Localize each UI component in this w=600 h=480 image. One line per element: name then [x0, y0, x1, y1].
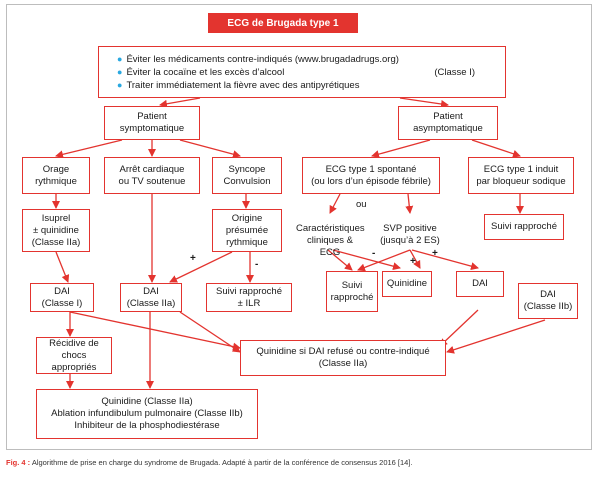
node-patient-asymptomatique: Patient asymptomatique	[398, 106, 498, 140]
sign-plus-svp: +	[410, 256, 416, 267]
caption-text: Algorithme de prise en charge du syndrom…	[30, 458, 413, 467]
sign-plus-svp-right: +	[432, 248, 438, 259]
recommendations-list: ●Éviter les médicaments contre-indiqués …	[117, 53, 399, 92]
sign-minus-svp: -	[372, 248, 376, 259]
node-dai-classe-iia: DAI (Classe IIa)	[120, 283, 182, 312]
recommendation-item: ●Éviter la cocaïne et les excès d’alcool	[117, 67, 285, 78]
node-ecg-spontane: ECG type 1 spontané (ou lors d’un épisod…	[302, 157, 440, 194]
bullet-icon: ●	[117, 80, 123, 90]
figure-caption: Fig. 4 : Algorithme de prise en charge d…	[6, 458, 596, 467]
node-syncope: Syncope Convulsion	[212, 157, 282, 194]
node-quinidine-refuse: Quinidine si DAI refusé ou contre-indiqu…	[240, 340, 446, 376]
recommendation-item: ●Éviter les médicaments contre-indiqués …	[117, 54, 399, 65]
label-caracteristiques: Caractéristiques cliniques & ECG	[296, 223, 365, 258]
caption-label: Fig. 4 :	[6, 458, 31, 467]
node-arret-cardiaque: Arrêt cardiaque ou TV soutenue	[104, 157, 200, 194]
sign-plus-origine: +	[190, 253, 196, 264]
node-recidive: Récidive de chocs appropriés	[36, 337, 112, 374]
sign-minus-origine: -	[255, 259, 259, 270]
node-ecg-induit: ECG type 1 induit par bloqueur sodique	[468, 157, 574, 194]
node-dai: DAI	[456, 271, 504, 297]
node-suivi-rapproche-right: Suivi rapproché	[484, 214, 564, 240]
label-svp-positive: SVP positive (jusqu’à 2 ES)	[380, 223, 440, 246]
node-suivi-ilr: Suivi rapproché ± ILR	[206, 283, 292, 312]
node-patient-symptomatique: Patient symptomatique	[104, 106, 200, 140]
recommendations-box: ●Éviter les médicaments contre-indiqués …	[98, 46, 506, 98]
diagram-title: ECG de Brugada type 1	[208, 13, 358, 33]
recommendation-item: ●Traiter immédiatement la fièvre avec de…	[117, 80, 360, 91]
label-ou: ou	[356, 199, 367, 210]
node-quinidine: Quinidine	[382, 271, 432, 297]
bullet-icon: ●	[117, 67, 123, 77]
node-dai-classe-iib: DAI (Classe IIb)	[518, 283, 578, 319]
node-dai-classe-i: DAI (Classe I)	[30, 283, 94, 312]
node-isuprel: Isuprel ± quinidine (Classe IIa)	[22, 209, 90, 252]
node-origine-rythmique: Origine présumée rythmique	[212, 209, 282, 252]
node-orage-rythmique: Orage rythmique	[22, 157, 90, 194]
figure-frame	[6, 4, 592, 450]
node-suivi-rapproche-mid: Suivi rapproché	[326, 271, 378, 312]
node-bottom-treatment: Quinidine (Classe IIa) Ablation infundib…	[36, 389, 258, 439]
bullet-icon: ●	[117, 54, 123, 64]
recommendation-class: (Classe I)	[434, 67, 475, 78]
